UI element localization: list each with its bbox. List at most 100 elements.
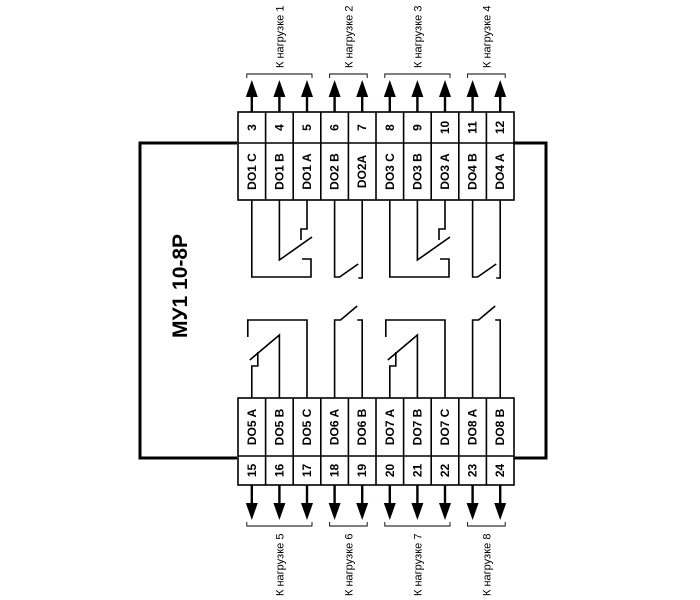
load-label: К нагрузке 3 <box>412 6 424 68</box>
relay-changeover-arm <box>416 200 451 262</box>
arrow-down-icon <box>439 503 451 520</box>
terminal-number: 18 <box>328 464 342 478</box>
load-label: К нагрузке 1 <box>274 6 286 68</box>
terminal-label: DO5 C <box>300 408 314 445</box>
terminal-number: 9 <box>410 124 424 131</box>
terminal-number: 20 <box>383 464 397 478</box>
arrow-up-icon <box>411 80 424 97</box>
terminal-number: 16 <box>272 464 286 478</box>
terminal-label: DO8 A <box>466 409 480 446</box>
arrow-down-icon <box>273 503 286 520</box>
terminal-label: DO2A <box>355 154 369 188</box>
terminal-label: DO1 C <box>245 153 259 190</box>
terminal-label: DO3 B <box>410 153 424 190</box>
module-outline <box>138 141 548 460</box>
arrow-up-icon <box>439 80 451 97</box>
arrow-down-icon <box>494 503 507 520</box>
terminal-number: 4 <box>272 124 286 131</box>
terminal-number: 17 <box>300 464 314 478</box>
arrow-up-icon <box>494 80 507 97</box>
arrow-up-icon <box>383 80 396 97</box>
terminal-label: DO5 B <box>272 408 286 445</box>
relay-nc-contact <box>385 319 446 398</box>
terminal-number: 8 <box>383 124 397 131</box>
load-bracket <box>467 522 506 527</box>
terminal-number: 7 <box>355 124 369 131</box>
load-label: К нагрузке 5 <box>274 534 286 596</box>
arrow-up-icon <box>245 80 258 97</box>
terminal-number: 12 <box>493 121 507 135</box>
terminal-label: DO8 B <box>493 408 507 445</box>
arrow-down-icon <box>328 503 341 520</box>
load-label: К нагрузке 6 <box>343 534 355 596</box>
relay-arm <box>333 200 359 278</box>
bottom-terminal-block: К нагрузке 5 К нагрузке 6 К нагрузке 7 К на… <box>237 305 515 596</box>
terminal-number: 6 <box>328 124 342 131</box>
terminal-number: 5 <box>300 124 314 131</box>
arrow-down-icon <box>411 503 424 520</box>
terminal-number: 24 <box>493 464 507 478</box>
load-bracket <box>246 522 313 527</box>
terminal-number: 23 <box>466 464 480 478</box>
terminal-number: 3 <box>245 124 259 131</box>
relay-arm <box>333 305 358 398</box>
arrow-down-icon <box>356 503 369 520</box>
relay-no-contact <box>496 200 501 279</box>
terminal-number: 15 <box>245 464 259 478</box>
terminal-number: 22 <box>438 464 452 478</box>
load-bracket <box>246 73 313 78</box>
terminal-label: DO5 A <box>245 409 259 446</box>
relay-nc-contact <box>251 200 312 278</box>
terminal-label: DO6 A <box>328 409 342 446</box>
terminal-label: DO1 A <box>300 153 314 190</box>
load-bracket <box>329 73 368 78</box>
load-bracket <box>329 522 368 527</box>
terminal-label: DO6 B <box>355 408 369 445</box>
terminal-label: DO4 B <box>466 153 480 190</box>
arrow-up-icon <box>328 80 341 97</box>
relay-changeover-arm <box>278 200 313 262</box>
relay-no-contact <box>358 200 363 279</box>
top-terminal-block: К нагрузке 1 К нагрузке 2 К нагрузке 3 К на… <box>237 6 515 279</box>
relay-arm <box>471 305 496 398</box>
terminal-number: 21 <box>410 464 424 478</box>
load-bracket <box>384 73 451 78</box>
terminal-number: 10 <box>438 121 452 135</box>
module-title: МУ1 10-8Р <box>169 234 192 338</box>
arrow-up-icon <box>356 80 369 97</box>
load-label: К нагрузке 7 <box>412 534 424 596</box>
terminal-label: DO7 B <box>410 408 424 445</box>
terminal-label: DO2 B <box>328 153 342 190</box>
terminal-number: 11 <box>466 121 480 134</box>
relay-no-contact <box>357 319 363 398</box>
relay-nc-contact <box>247 319 308 398</box>
load-bracket <box>384 522 451 527</box>
load-label: К нагрузке 8 <box>481 534 493 596</box>
relay-changeover-arm <box>387 333 419 398</box>
load-bracket <box>467 73 506 78</box>
terminal-label: DO3 C <box>383 153 397 190</box>
arrow-up-icon <box>301 80 313 97</box>
arrow-down-icon <box>383 503 396 520</box>
arrow-down-icon <box>466 503 479 520</box>
terminal-label: DO1 B <box>272 153 286 190</box>
terminal-number: 19 <box>355 464 369 478</box>
relay-no-contact <box>300 200 308 240</box>
terminal-label: DO7 C <box>438 408 452 445</box>
relay-no-contact <box>495 319 501 398</box>
arrow-down-icon <box>245 503 258 520</box>
load-label: К нагрузке 2 <box>343 6 355 68</box>
relay-arm <box>471 200 497 278</box>
relay-changeover-arm <box>249 333 281 398</box>
relay-nc-contact <box>389 200 450 278</box>
arrow-down-icon <box>301 503 313 520</box>
terminal-label: DO4 A <box>493 153 507 190</box>
relay-no-contact <box>251 352 259 398</box>
relay-no-contact <box>438 200 446 240</box>
relay-no-contact <box>389 352 397 398</box>
arrow-up-icon <box>273 80 286 97</box>
load-label: К нагрузке 4 <box>481 6 493 68</box>
terminal-label: DO3 A <box>438 153 452 190</box>
